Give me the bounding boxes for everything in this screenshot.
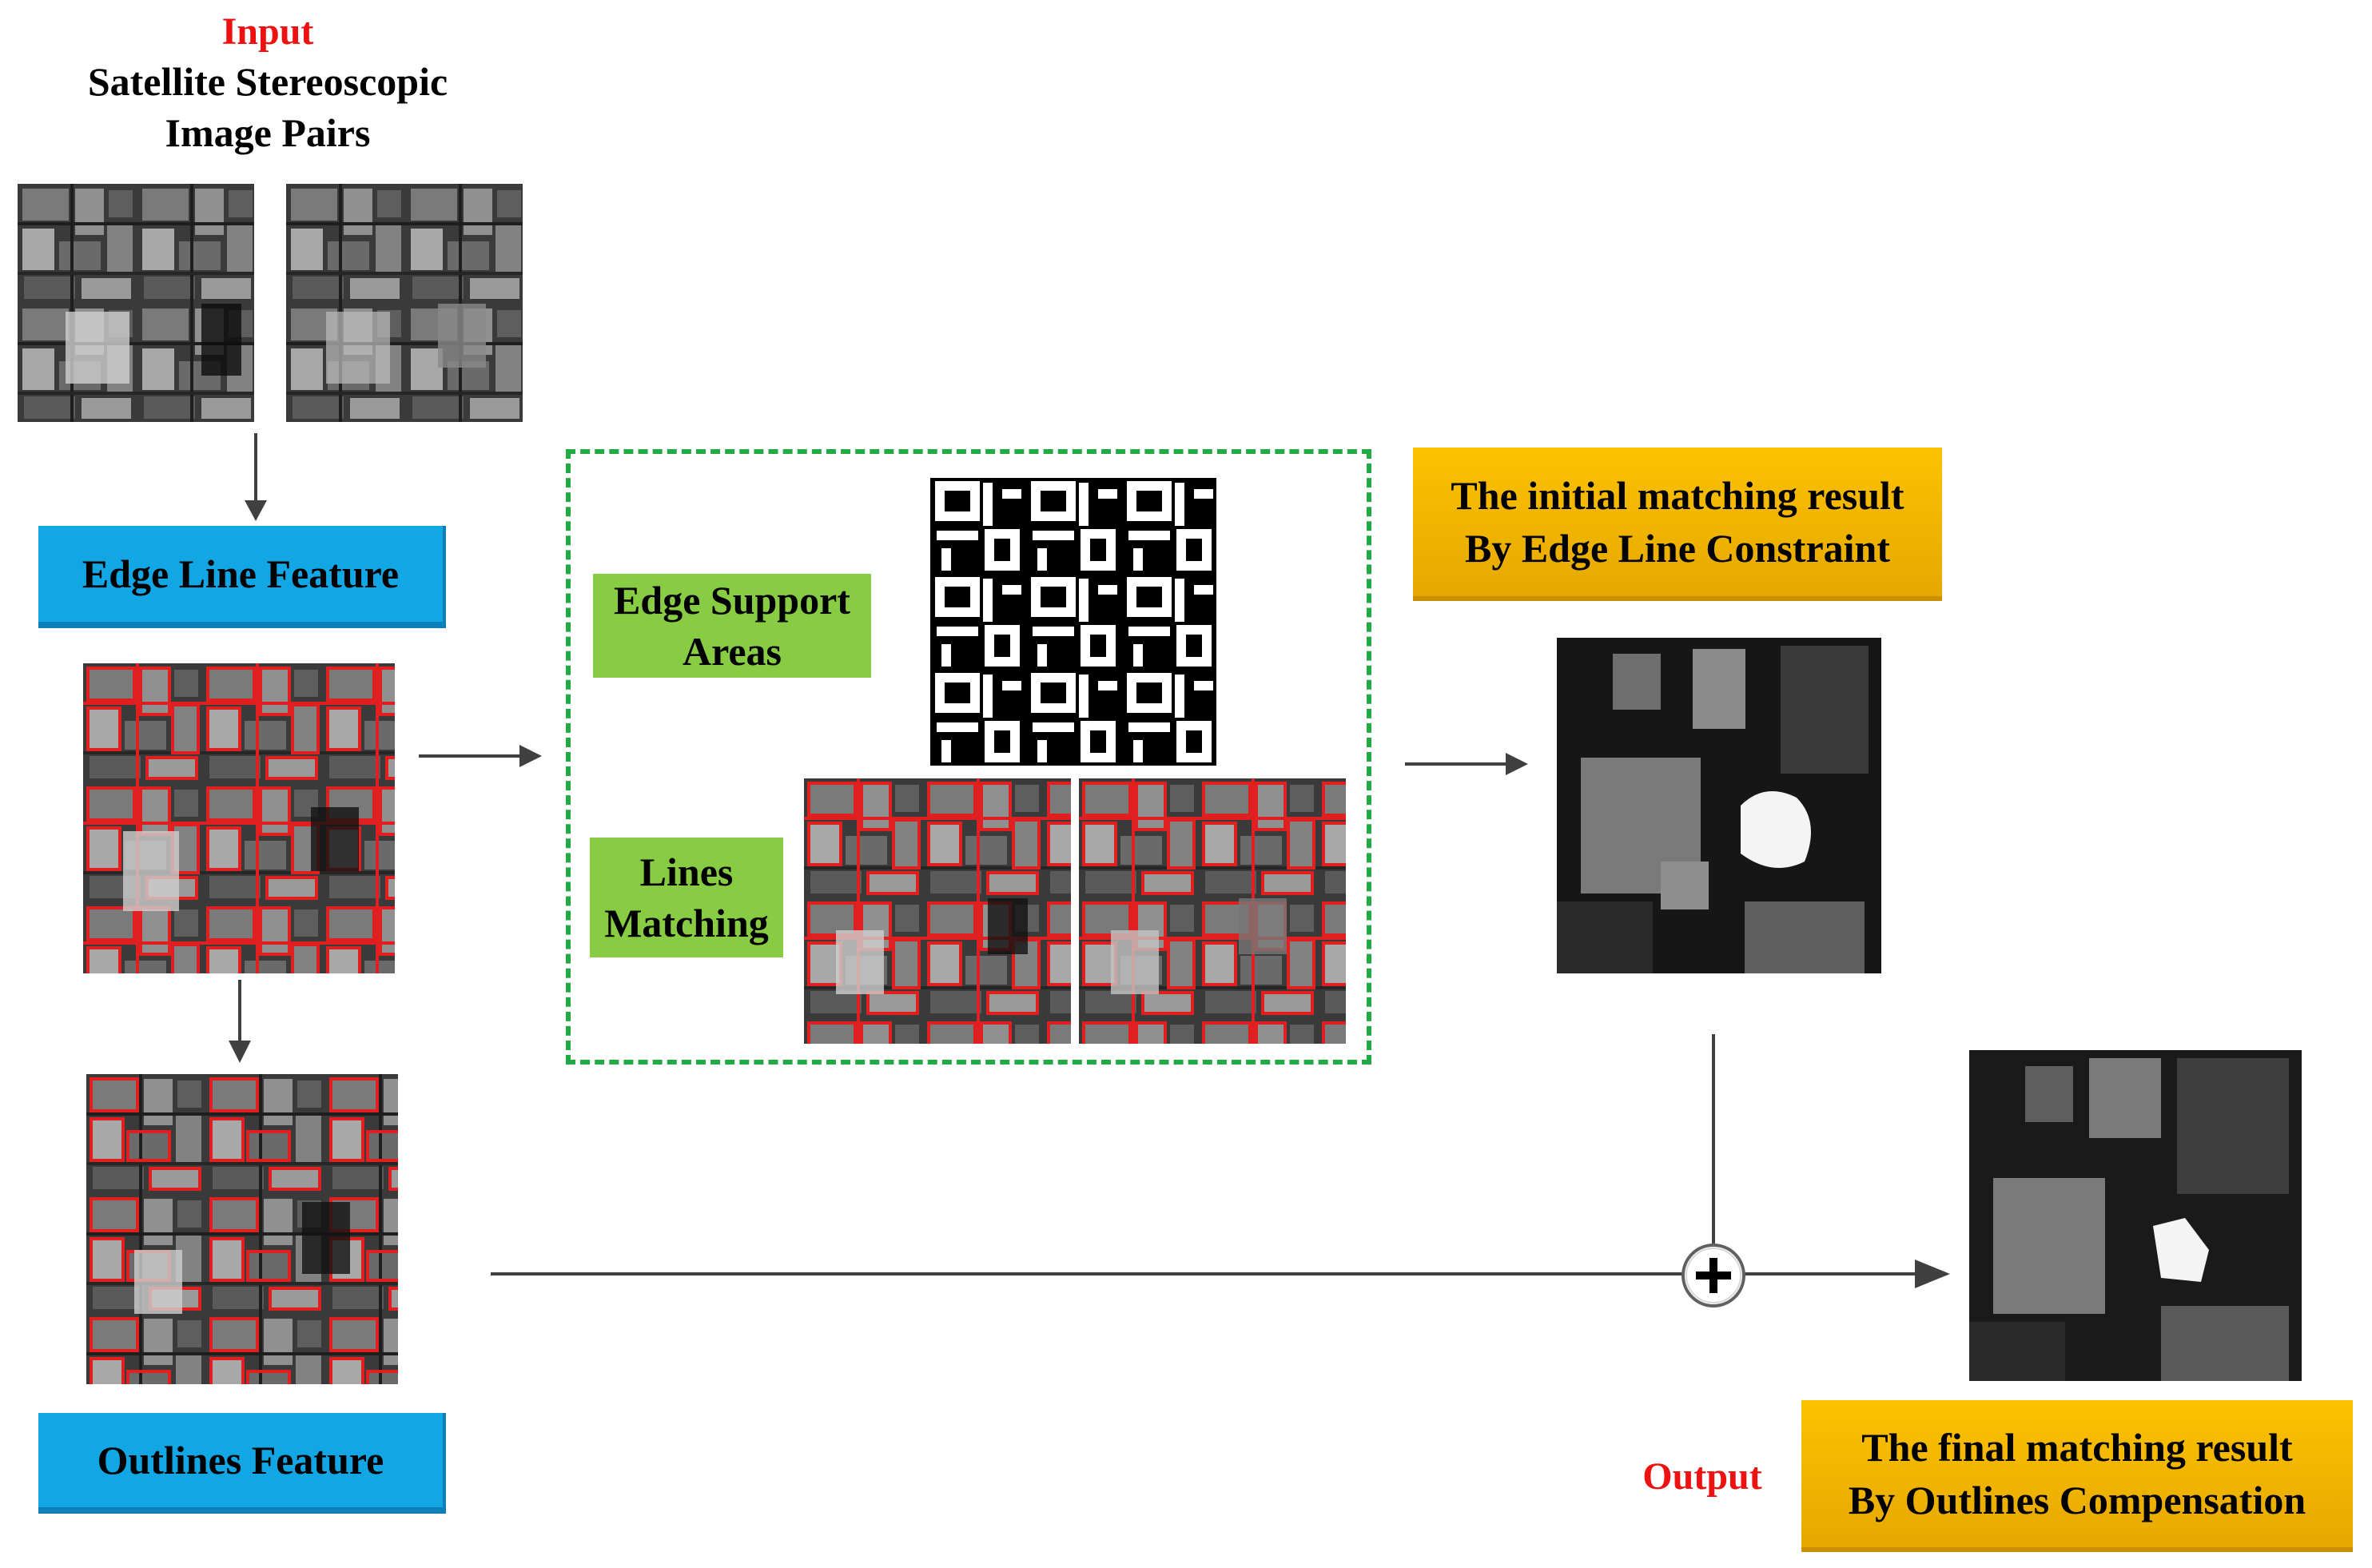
edge-support-line2: Areas [682,629,782,674]
edge-support-line1: Edge Support [614,578,850,623]
outlines-image [86,1074,398,1384]
stereo-image-left [18,184,254,422]
final-result-line2: By Outlines Compensation [1848,1478,2306,1522]
arrow-matching-to-initial [1405,753,1528,775]
lines-matching-line1: Lines [639,850,734,894]
edge-line-image [83,663,395,973]
arrow-plus-to-final [1744,1260,1950,1288]
lines-matching-box: Lines Matching [590,838,783,957]
arrow-edge-to-matching [419,745,542,767]
initial-result-box: The initial matching result By Edge Line… [1413,448,1942,601]
outlines-feature-label: Outlines Feature [97,1438,384,1482]
output-label: Output [1642,1455,1762,1498]
input-label: Input [221,10,314,53]
edge-line-feature-label: Edge Line Feature [82,551,400,596]
initial-result-line1: The initial matching result [1451,473,1904,518]
input-title-line1: Satellite Stereoscopic [87,59,448,104]
initial-result-image [1557,638,1881,973]
lines-matching-image-left [804,778,1071,1044]
final-result-line1: The final matching result [1861,1425,2293,1470]
stereo-image-right [286,184,523,422]
edge-support-image [930,478,1216,766]
plus-circle-icon [1681,1244,1745,1307]
arrow-edge-to-outlines [229,980,251,1063]
outlines-feature-box: Outlines Feature [38,1413,446,1514]
matching-process-group [566,449,1371,1065]
initial-result-line2: By Edge Line Constraint [1464,526,1890,571]
final-result-image [1969,1050,2302,1381]
final-result-box: The final matching result By Outlines Co… [1801,1400,2353,1552]
lines-matching-image-right [1079,778,1346,1044]
input-title-line2: Image Pairs [165,110,371,155]
edge-support-areas-box: Edge Support Areas [593,574,871,678]
lines-matching-line2: Matching [604,901,769,945]
edge-line-feature-box: Edge Line Feature [38,526,446,628]
arrow-input-to-edge [245,433,267,521]
